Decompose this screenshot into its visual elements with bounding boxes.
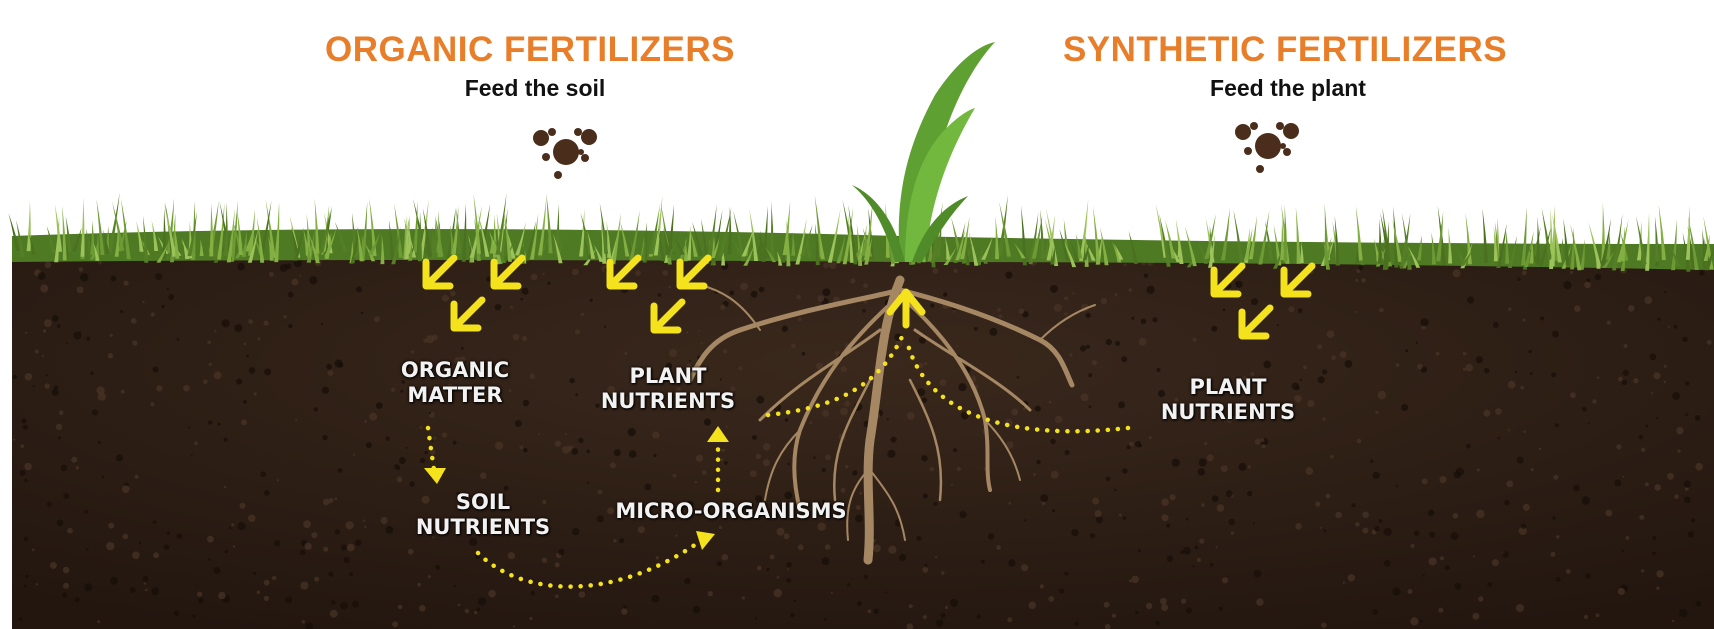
plant-nutrients-left-label: PLANT NUTRIENTS: [578, 364, 758, 414]
synthetic-fertilizers-title: SYNTHETIC FERTILIZERS: [1040, 30, 1530, 70]
micro-organisms-label: MICRO-ORGANISMS: [586, 499, 876, 524]
soil-nutrients-label: SOIL NUTRIENTS: [398, 490, 568, 540]
plant-nutrients-left-line-2: NUTRIENTS: [578, 389, 758, 414]
synthetic-fertilizers-subtitle: Feed the plant: [1168, 75, 1408, 102]
plant-nutrients-right-line-2: NUTRIENTS: [1138, 400, 1318, 425]
plant-nutrients-right-line-1: PLANT: [1138, 375, 1318, 400]
organic-matter-label: ORGANIC MATTER: [375, 358, 535, 408]
organic-fertilizers-title: ORGANIC FERTILIZERS: [300, 30, 760, 70]
seedling-leaves: [852, 42, 995, 262]
organic-pellets-icon: [533, 128, 597, 179]
synthetic-pellets-icon: [1235, 122, 1299, 173]
soil-nutrients-line-2: NUTRIENTS: [398, 515, 568, 540]
organic-matter-line-2: MATTER: [375, 383, 535, 408]
plant-nutrients-right-label: PLANT NUTRIENTS: [1138, 375, 1318, 425]
organic-fertilizers-subtitle: Feed the soil: [420, 75, 650, 102]
soil-nutrients-line-1: SOIL: [398, 490, 568, 515]
plant-nutrients-left-line-1: PLANT: [578, 364, 758, 389]
soil-block: [12, 250, 1714, 629]
organic-matter-line-1: ORGANIC: [375, 358, 535, 383]
